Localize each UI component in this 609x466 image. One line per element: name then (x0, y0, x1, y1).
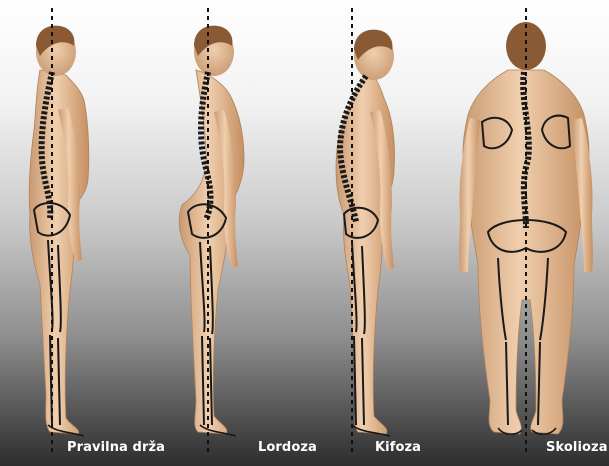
label-lordosis: Lordoza (258, 440, 317, 455)
label-normal-posture: Pravilna drža (67, 440, 165, 455)
figure-scoliosis (459, 8, 593, 452)
label-kyphosis: Kifoza (375, 440, 421, 455)
label-scoliosis: Skolioza (546, 440, 608, 455)
figure-normal-posture (29, 8, 89, 452)
figure-kyphosis (336, 8, 395, 452)
head (506, 22, 546, 70)
figure-lordosis (179, 8, 244, 452)
